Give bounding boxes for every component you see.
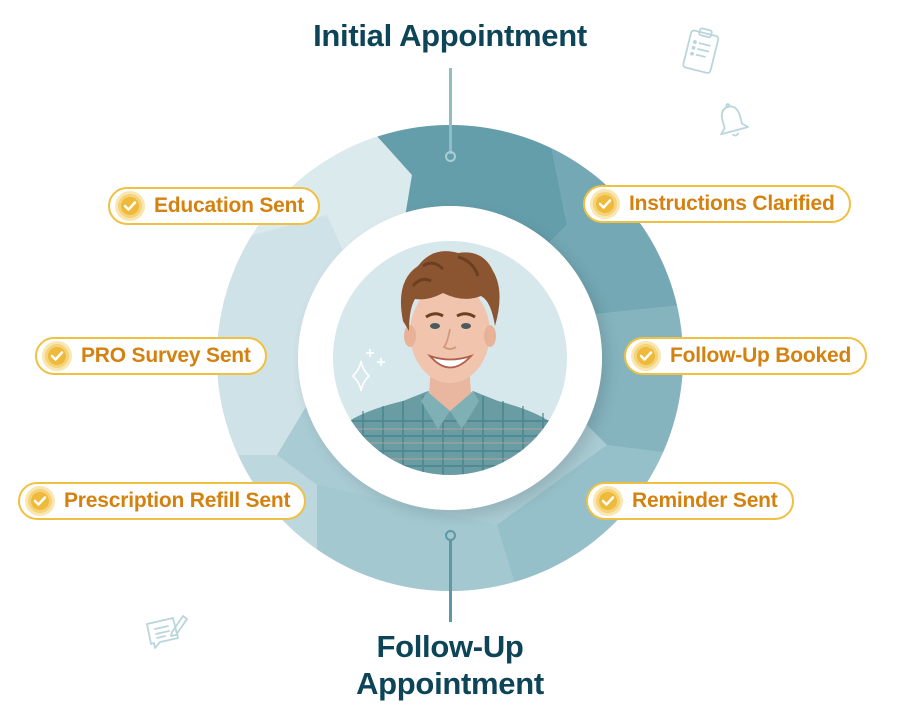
patient-portrait-illustration	[333, 251, 567, 475]
initial-appointment-title: Initial Appointment	[313, 18, 587, 53]
title-line-2: Appointment	[356, 666, 544, 701]
step-label: Follow-Up Booked	[670, 344, 852, 367]
step-badge-prescription-refill-sent: Prescription Refill Sent	[18, 482, 307, 520]
follow-up-appointment-title: Follow-Up Appointment	[0, 628, 900, 702]
check-circle-icon	[631, 341, 661, 371]
check-circle-icon	[590, 189, 620, 219]
check-circle-icon	[593, 486, 623, 516]
step-label: PRO Survey Sent	[81, 344, 251, 367]
clipboard-icon	[682, 27, 720, 74]
check-circle-icon	[42, 341, 72, 371]
message-edit-icon	[146, 615, 188, 649]
step-label: Instructions Clarified	[629, 192, 835, 215]
bottom-connector-line	[449, 540, 452, 622]
check-circle-icon	[25, 486, 55, 516]
sparkle-icon	[351, 349, 385, 392]
center-photo-frame	[298, 206, 602, 510]
step-badge-education-sent: Education Sent	[108, 187, 321, 225]
title-line-1: Follow-Up	[376, 629, 524, 664]
bottom-connector-node	[445, 530, 456, 541]
step-badge-instructions-clarified: Instructions Clarified	[583, 185, 851, 223]
step-badge-pro-survey-sent: PRO Survey Sent	[35, 337, 267, 375]
step-label: Reminder Sent	[632, 489, 778, 512]
step-badge-follow-up-booked: Follow-Up Booked	[624, 337, 868, 375]
step-label: Education Sent	[154, 194, 305, 217]
top-connector-line	[449, 68, 452, 154]
bell-icon	[720, 103, 750, 137]
step-badge-reminder-sent: Reminder Sent	[586, 482, 794, 520]
check-circle-icon	[115, 191, 145, 221]
top-connector-node	[445, 151, 456, 162]
patient-photo	[333, 241, 567, 475]
step-label: Prescription Refill Sent	[64, 489, 291, 512]
